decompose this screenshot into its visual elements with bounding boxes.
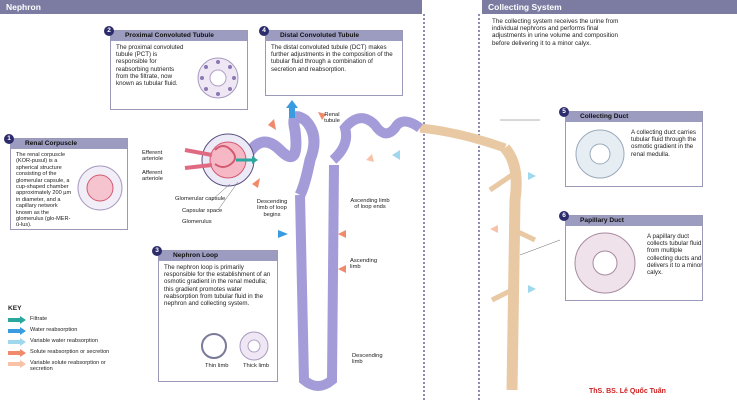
capillary-loop <box>214 145 236 168</box>
water-reabsorption-arrow <box>286 100 298 118</box>
panel-number-badge: 2 <box>104 26 114 36</box>
key-item-variable-solute: Variable solute reabsorption or secretio… <box>8 359 168 375</box>
key-item-solute: Solute reabsorption or secretion <box>8 348 168 358</box>
papillary-duct-cross-section-icon <box>574 232 636 294</box>
descending-begins-label: Descending limb of loop begins <box>256 199 288 218</box>
pct-cross-section-icon <box>197 57 239 99</box>
key-title: KEY <box>8 305 22 312</box>
variable-water-arrow-icon <box>8 338 26 346</box>
duct-branches <box>488 172 537 303</box>
solute-arrow <box>318 112 326 120</box>
arterioles <box>184 148 213 170</box>
panel-title: Renal Corpuscle <box>11 139 127 149</box>
collecting-duct <box>500 144 522 391</box>
panel-number-badge: 5 <box>559 107 569 117</box>
distal-convoluted-tubule <box>329 113 423 164</box>
renal-tubule-label: Renal tubule <box>324 112 340 125</box>
variable-water-arrow <box>528 172 536 180</box>
corpuscle-icon <box>77 165 123 211</box>
thick-limb-label: Thick limb <box>243 363 270 369</box>
efferent-arteriole-label: Efferent arteriole <box>142 150 163 163</box>
panel-text: A papillary duct collects tubular fluid … <box>647 233 703 277</box>
panel-text: A collecting duct carries tubular fluid … <box>631 129 697 158</box>
key-item-water: Water reabsorption <box>8 326 168 336</box>
connecting-tubule <box>419 123 507 153</box>
thick-limb-icon <box>239 331 269 361</box>
credit-text: ThS. BS. Lê Quốc Tuấn <box>589 388 666 395</box>
panel-title: Collecting Duct <box>566 112 702 122</box>
collecting-duct-cross-section-icon <box>575 129 625 179</box>
panel-number-badge: 6 <box>559 211 569 221</box>
solute-arrow <box>338 230 346 238</box>
key-item-variable-water: Variable water reabsorption <box>8 337 168 347</box>
glomerular-capsule-label: Glomerular capsule <box>175 196 226 202</box>
nephron-loop <box>295 164 339 391</box>
capsular-space-label: Capsular space <box>182 208 223 214</box>
panel-text: The distal convoluted tubule (DCT) makes… <box>271 44 393 73</box>
thin-limb-icon <box>201 333 227 359</box>
solute-arrow <box>338 265 346 273</box>
variable-solute-arrow <box>366 154 374 162</box>
glomerulus-label: Glomerulus <box>182 219 212 225</box>
variable-solute-arrow-icon <box>8 360 26 368</box>
panel-title: Nephron Loop <box>159 251 277 261</box>
panel-papillary-duct: Papillary Duct A papillary duct collects… <box>565 215 703 301</box>
panel-distal-convoluted-tubule: Distal Convoluted Tubule The distal conv… <box>265 30 403 96</box>
panel-number-badge: 4 <box>259 26 269 36</box>
ascending-ends-label: Ascending limb of loop ends <box>350 198 390 211</box>
panel-number-badge: 1 <box>4 134 14 144</box>
water-arrow-icon <box>8 327 26 335</box>
variable-solute-arrow <box>490 225 498 233</box>
solute-arrow <box>268 119 276 130</box>
panel-title: Papillary Duct <box>566 216 702 226</box>
collecting-system-header: Collecting System <box>482 0 737 14</box>
key-item-filtrate: Filtrate <box>8 315 168 325</box>
panel-text: The proximal convoluted tubule (PCT) is … <box>116 44 184 88</box>
filtrate-arrow-icon <box>8 316 26 324</box>
variable-water-arrow <box>392 150 400 160</box>
solute-arrow-icon <box>8 349 26 357</box>
solute-arrow <box>252 178 260 188</box>
descending-limb-label: Descending limb <box>352 353 383 366</box>
header-divider <box>423 14 425 400</box>
panel-collecting-duct: Collecting Duct A collecting duct carrie… <box>565 111 703 187</box>
panel-renal-corpuscle: Renal Corpuscle The renal corpuscle (KOR… <box>10 138 128 230</box>
panel-title: Proximal Convoluted Tubule <box>111 31 247 41</box>
panel-title: Distal Convoluted Tubule <box>266 31 402 41</box>
thin-limb-label: Thin limb <box>205 363 229 369</box>
panel-nephron-loop: Nephron Loop The nephron loop is primari… <box>158 250 278 382</box>
variable-water-arrow <box>528 285 536 293</box>
panel-number-badge: 3 <box>152 246 162 256</box>
panel-text: The nephron loop is primarily responsibl… <box>164 264 271 308</box>
header-divider <box>478 14 480 400</box>
collecting-system-intro: The collecting system receives the urine… <box>492 18 619 47</box>
panel-text: The renal corpuscle (KOR-pusul) is a sph… <box>16 152 72 229</box>
panel-proximal-convoluted-tubule: Proximal Convoluted Tubule The proximal … <box>110 30 248 110</box>
ascending-limb-label: Ascending limb <box>350 258 378 271</box>
water-reabsorption-arrow <box>278 230 288 238</box>
afferent-arteriole-label: Afferent arteriole <box>142 170 163 183</box>
nephron-header: Nephron <box>0 0 422 14</box>
